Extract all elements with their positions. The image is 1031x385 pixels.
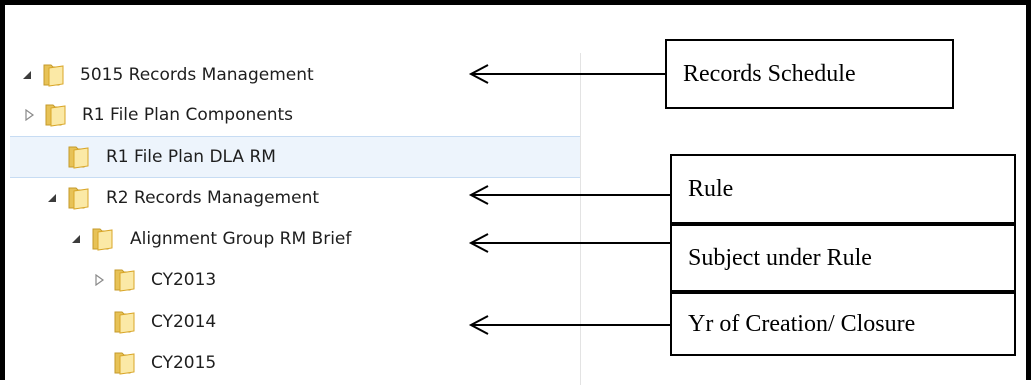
callout-subject-under-rule: Subject under Rule — [670, 224, 1016, 292]
tree-item-label: R2 Records Management — [106, 188, 320, 208]
tree-item-label: 5015 Records Management — [80, 65, 314, 85]
tree-item-cy2013[interactable]: CY2013 — [10, 260, 580, 300]
left-arrow-icon — [468, 64, 666, 84]
expanded-triangle-icon[interactable] — [21, 69, 33, 81]
expanded-triangle-icon[interactable] — [70, 233, 82, 245]
callout-records-schedule: Records Schedule — [665, 39, 954, 109]
tree-item-r1-file-plan-dla-rm[interactable]: R1 File Plan DLA RM — [10, 136, 580, 178]
callout-yr-of-creation-closure: Yr of Creation/ Closure — [670, 292, 1016, 356]
tree-item-r1-file-plan-components[interactable]: R1 File Plan Components — [10, 95, 580, 135]
left-arrow-icon — [468, 315, 671, 335]
tree-item-label: Alignment Group RM Brief — [130, 229, 352, 249]
folder-icon — [68, 187, 89, 210]
folder-icon — [92, 228, 113, 251]
folder-icon — [68, 146, 89, 169]
tree-item-label: R1 File Plan DLA RM — [106, 147, 276, 167]
folder-icon — [114, 269, 135, 292]
tree-item-label: R1 File Plan Components — [82, 105, 294, 125]
collapsed-triangle-icon[interactable] — [24, 109, 36, 121]
callout-label: Yr of Creation/ Closure — [688, 310, 916, 337]
folder-tree: 5015 Records Management R1 File Plan Com… — [10, 53, 581, 385]
tree-item-label: CY2015 — [151, 353, 217, 373]
callout-label: Subject under Rule — [688, 244, 872, 271]
left-arrow-icon — [468, 185, 671, 205]
tree-item-r2-records-management[interactable]: R2 Records Management — [10, 178, 580, 218]
tree-item-cy2014[interactable]: CY2014 — [10, 302, 580, 342]
collapsed-triangle-icon[interactable] — [94, 274, 106, 286]
expanded-triangle-icon[interactable] — [46, 192, 58, 204]
callout-rule: Rule — [670, 154, 1016, 224]
tree-item-label: CY2014 — [151, 312, 217, 332]
folder-icon — [114, 352, 135, 375]
folder-icon — [45, 104, 66, 127]
folder-icon — [43, 64, 64, 87]
left-arrow-icon — [468, 233, 671, 253]
folder-icon — [114, 311, 135, 334]
callout-label: Records Schedule — [683, 60, 856, 87]
callout-label: Rule — [688, 175, 734, 202]
tree-item-cy2015[interactable]: CY2015 — [10, 343, 580, 383]
tree-item-alignment-group-rm-brief[interactable]: Alignment Group RM Brief — [10, 219, 580, 259]
tree-item-label: CY2013 — [151, 270, 217, 290]
tree-item-5015-records-management[interactable]: 5015 Records Management — [10, 55, 580, 95]
